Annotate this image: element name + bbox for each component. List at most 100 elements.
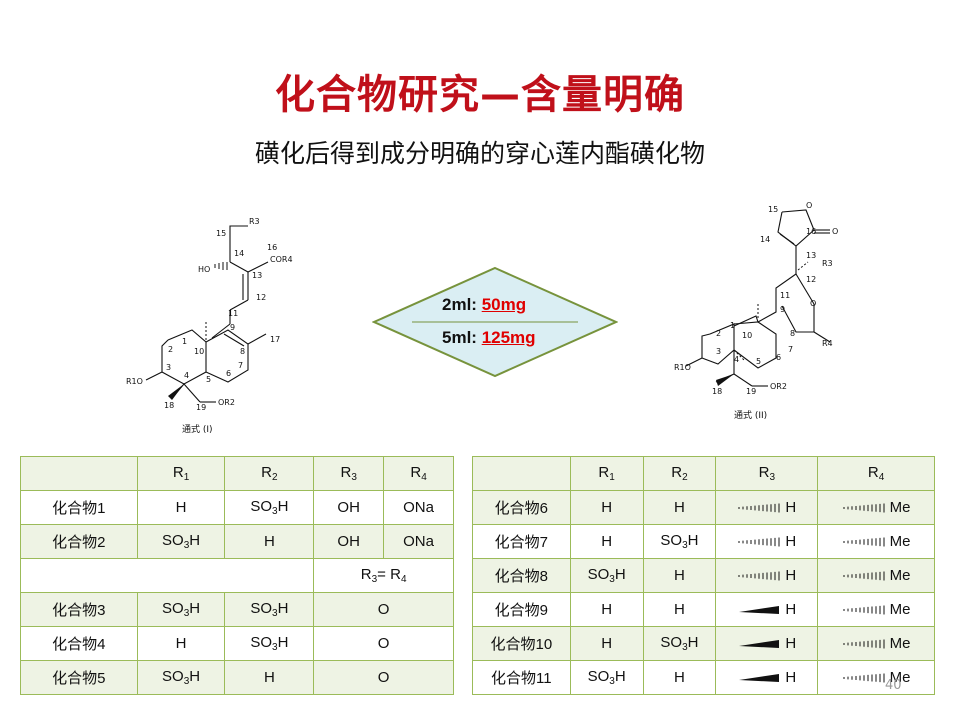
cell-r3: H bbox=[715, 524, 819, 559]
label-c18: 18 bbox=[164, 401, 174, 410]
cell-r2: H bbox=[642, 558, 717, 593]
label-o-carbonyl: O bbox=[832, 227, 838, 236]
label-c12: 12 bbox=[256, 293, 266, 302]
label-cor4: COR4 bbox=[270, 255, 293, 264]
label-c3: 3 bbox=[716, 347, 721, 356]
label-c9: 9 bbox=[780, 305, 785, 314]
label-c19: 19 bbox=[196, 403, 206, 412]
dosage-amount: 50mg bbox=[481, 295, 527, 314]
cell-r2: SO3H bbox=[224, 490, 315, 525]
header-r3: R3 bbox=[715, 456, 819, 491]
table-row: 化合物2 SO3H H OH ONa bbox=[20, 524, 454, 559]
note-r3-equals-r4: R3= R4 bbox=[313, 558, 454, 593]
cell-r1: SO3H bbox=[136, 660, 226, 695]
table-row: 化合物3 SO3H SO3H O bbox=[20, 592, 454, 627]
label-c18: 18 bbox=[712, 387, 722, 396]
label-c1: 1 bbox=[182, 337, 187, 346]
structure-caption-i: 通式 (I) bbox=[182, 423, 213, 435]
label-c14: 14 bbox=[760, 235, 770, 244]
slide-subtitle: 磺化后得到成分明确的穿心莲内酯磺化物 bbox=[254, 139, 705, 168]
cell-r2: H bbox=[224, 524, 315, 559]
label-ho: HO bbox=[198, 265, 210, 274]
header-r2: R2 bbox=[642, 456, 717, 491]
label-c7: 7 bbox=[788, 345, 793, 354]
hashed-bond-icon bbox=[843, 537, 885, 547]
slide-title: 化合物研究—含量明确 bbox=[275, 72, 685, 118]
header-r1: R1 bbox=[136, 456, 226, 491]
label-c17: 17 bbox=[270, 335, 280, 344]
structure-formula-i: R3 15 16 COR4 14 HO 13 12 11 9 17 1 2 10… bbox=[120, 212, 310, 442]
cell-r4: Me bbox=[817, 592, 935, 627]
table-header-row: R1 R2 R3 R4 bbox=[20, 456, 454, 491]
header-empty bbox=[20, 456, 138, 491]
cell-r1: SO3H bbox=[569, 558, 644, 593]
compound-name: 化合物10 bbox=[472, 626, 571, 661]
label-c15: 15 bbox=[216, 229, 226, 238]
cell-r4: Me bbox=[817, 524, 935, 559]
label-c16: 16 bbox=[806, 227, 816, 236]
cell-r3: H bbox=[715, 490, 819, 525]
label-c10: 10 bbox=[742, 331, 752, 340]
table-row: 化合物1 H SO3H OH ONa bbox=[20, 490, 454, 525]
cell-r4: Me bbox=[817, 626, 935, 661]
label-r1o: R1O bbox=[674, 363, 691, 372]
page-number: 40 bbox=[885, 678, 902, 693]
cell-r3: H bbox=[715, 660, 819, 695]
table-row: 化合物5 SO3H H O bbox=[20, 660, 454, 695]
label-c11: 11 bbox=[228, 309, 238, 318]
label-c13: 13 bbox=[806, 251, 816, 260]
cell-r3: H bbox=[715, 626, 819, 661]
label-or2: OR2 bbox=[218, 398, 235, 407]
cell-r4: Me bbox=[817, 490, 935, 525]
label-c14: 14 bbox=[234, 249, 244, 258]
compound-name: 化合物9 bbox=[472, 592, 571, 627]
label-c8: 8 bbox=[240, 347, 245, 356]
hashed-bond-icon bbox=[738, 571, 780, 581]
wedge-bond-icon bbox=[739, 640, 780, 649]
cell-r1: H bbox=[569, 592, 644, 627]
header-r4: R4 bbox=[383, 456, 454, 491]
label-c1: 1 bbox=[730, 321, 735, 330]
label-or2: OR2 bbox=[770, 382, 787, 391]
diamond-shape bbox=[372, 266, 618, 378]
label-c8: 8 bbox=[790, 329, 795, 338]
compound-name: 化合物6 bbox=[472, 490, 571, 525]
dosage-volume: 5ml: bbox=[442, 328, 482, 347]
label-c12: 12 bbox=[806, 275, 816, 284]
label-c10: 10 bbox=[194, 347, 204, 356]
label-c11: 11 bbox=[780, 291, 790, 300]
hashed-bond-icon bbox=[738, 537, 780, 547]
label-c6: 6 bbox=[776, 353, 781, 362]
cell-r2: H bbox=[642, 592, 717, 627]
structure-caption-ii: 通式 (II) bbox=[734, 409, 767, 421]
cell-r2: SO3H bbox=[224, 592, 315, 627]
compound-name: 化合物3 bbox=[20, 592, 138, 627]
label-c7: 7 bbox=[238, 361, 243, 370]
hashed-bond-icon bbox=[843, 571, 885, 581]
cell-r1: H bbox=[136, 490, 226, 525]
note-empty bbox=[19, 558, 315, 593]
cell-r1: SO3H bbox=[569, 660, 644, 695]
table-note-row: R3= R4 bbox=[19, 558, 454, 593]
cell-r2: H bbox=[642, 490, 717, 525]
cell-r3: H bbox=[715, 558, 819, 593]
label-c15: 15 bbox=[768, 205, 778, 214]
dosage-diamond: 2ml: 50mg 5ml: 125mg bbox=[372, 266, 618, 378]
compound-name: 化合物11 bbox=[472, 660, 571, 695]
header-r4: R4 bbox=[817, 456, 935, 491]
label-r3: R3 bbox=[249, 217, 260, 226]
label-c2: 2 bbox=[168, 345, 173, 354]
wedge-bond-icon bbox=[739, 674, 780, 683]
header-empty bbox=[472, 456, 571, 491]
hashed-bond-icon bbox=[843, 605, 885, 615]
hashed-bond-icon bbox=[843, 639, 885, 649]
dosage-row-2: 5ml: 125mg bbox=[442, 328, 536, 348]
wedge-bond-icon bbox=[739, 606, 780, 615]
cell-r2: SO3H bbox=[642, 626, 717, 661]
dosage-amount: 125mg bbox=[481, 328, 536, 347]
compound-name: 化合物2 bbox=[20, 524, 138, 559]
